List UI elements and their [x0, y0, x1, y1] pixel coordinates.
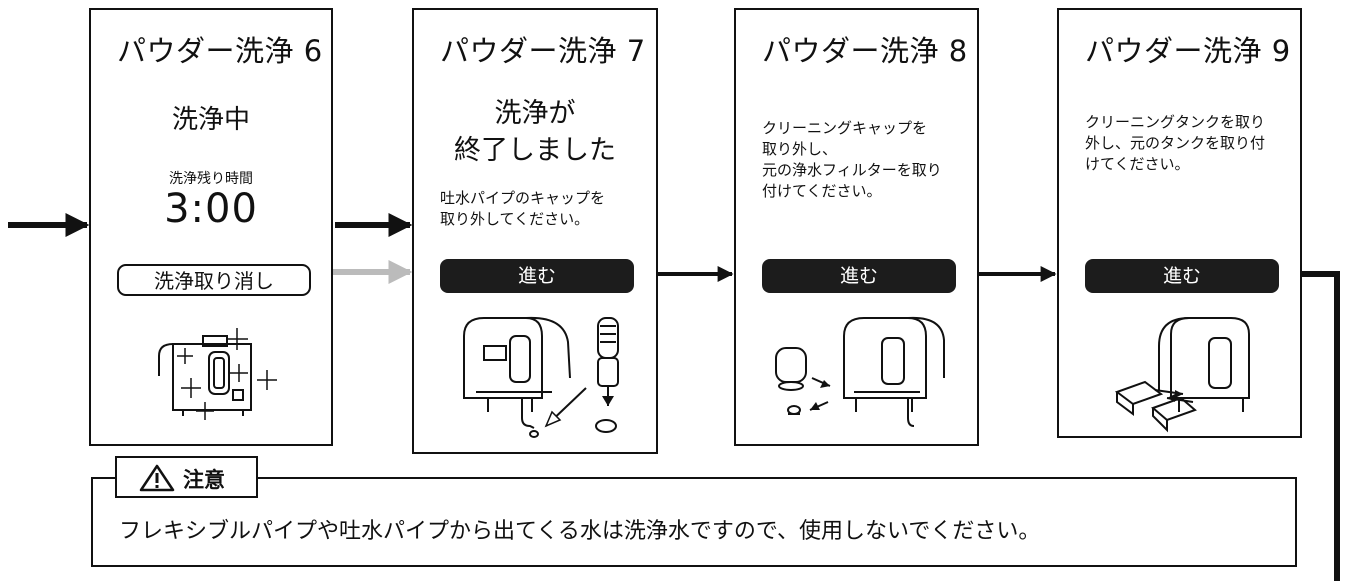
instruction-text: クリーニングキャップを 取り外し、 元の浄水フィルターを取り 付けてください。	[762, 119, 942, 200]
caution-header: 注意	[115, 456, 258, 498]
panel-powder-wash-6: パウダー洗浄 6 洗浄中 洗浄残り時間 3:00 洗浄取り消し	[89, 8, 333, 446]
reattach-tank-illustration	[1114, 317, 1250, 433]
panel-title: パウダー洗浄 9	[1085, 34, 1291, 68]
proceed-button[interactable]: 進む	[440, 259, 634, 293]
cancel-wash-button[interactable]: 洗浄取り消し	[117, 264, 311, 296]
remaining-time-label: 洗浄残り時間	[169, 171, 253, 187]
proceed-button[interactable]: 進む	[762, 259, 956, 293]
proceed-button[interactable]: 進む	[1085, 259, 1279, 293]
caution-box: フレキシブルパイプや吐水パイプから出てくる水は洗浄水ですので、使用しないでくださ…	[91, 477, 1297, 567]
panel-powder-wash-7: パウダー洗浄 7 洗浄が 終了しました 吐水パイプのキャップを 取り外してくださ…	[412, 8, 658, 454]
warning-triangle-icon	[139, 464, 175, 492]
instruction-text: 吐水パイプのキャップを 取り外してください。	[440, 189, 606, 228]
remove-pipe-cap-illustration	[463, 316, 619, 438]
caution-text: フレキシブルパイプや吐水パイプから出てくる水は洗浄水ですので、使用しないでくださ…	[119, 519, 1041, 544]
caution-label: 注意	[183, 468, 225, 492]
instruction-text: クリーニングタンクを取り 外し、元のタンクを取り付 けてください。	[1085, 113, 1266, 173]
remaining-time-value: 3:00	[164, 186, 258, 232]
completion-message: 洗浄が 終了しました	[414, 95, 656, 169]
completion-message-line2: 終了しました	[454, 135, 616, 166]
panel-title: パウダー洗浄 7	[440, 34, 646, 68]
panel-powder-wash-8: パウダー洗浄 8 クリーニングキャップを 取り外し、 元の浄水フィルターを取り …	[734, 8, 979, 446]
panel-title: パウダー洗浄 6	[117, 34, 323, 68]
panel-powder-wash-9: パウダー洗浄 9 クリーニングタンクを取り 外し、元のタンクを取り付 けてくださ…	[1057, 8, 1302, 438]
reattach-filter-illustration	[775, 316, 945, 427]
completion-message-line1: 洗浄が	[494, 98, 576, 129]
panel-title: パウダー洗浄 8	[762, 34, 968, 68]
sparkling-unit-illustration	[158, 328, 277, 420]
status-text: 洗浄中	[171, 105, 250, 135]
